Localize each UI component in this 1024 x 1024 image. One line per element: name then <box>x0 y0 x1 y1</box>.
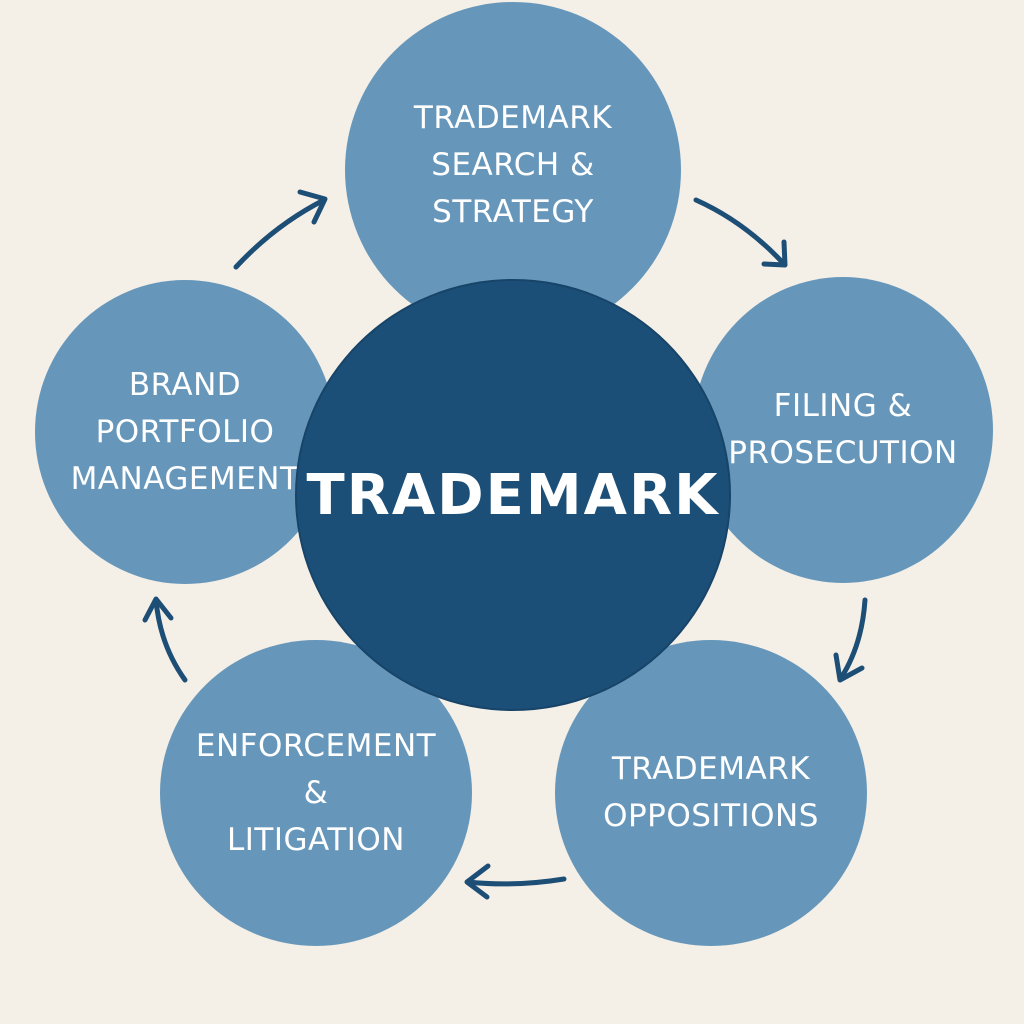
stage-label: ENFORCEMENT & LITIGATION <box>195 727 437 858</box>
center-trademark: TRADEMARK <box>295 279 731 711</box>
arrow-icon <box>142 596 188 683</box>
stage-label: TRADEMARK OPPOSITIONS <box>603 751 819 834</box>
stage-brand-portfolio: BRAND PORTFOLIO MANAGEMENT <box>35 280 335 584</box>
stage-enforcement-litigation: ENFORCEMENT & LITIGATION <box>160 640 472 946</box>
stage-label: FILING & PROSECUTION <box>728 388 958 471</box>
arrow-icon <box>833 597 868 683</box>
stage-filing-prosecution: FILING & PROSECUTION <box>693 277 993 583</box>
stage-oppositions: TRADEMARK OPPOSITIONS <box>555 640 867 946</box>
stage-label: BRAND PORTFOLIO MANAGEMENT <box>70 366 300 497</box>
arrow-icon <box>693 197 788 268</box>
stage-label: TRADEMARK SEARCH & STRATEGY <box>413 99 613 230</box>
center-label: TRADEMARK <box>306 462 720 528</box>
arrow-icon <box>464 863 567 900</box>
arrow-icon <box>233 189 328 270</box>
